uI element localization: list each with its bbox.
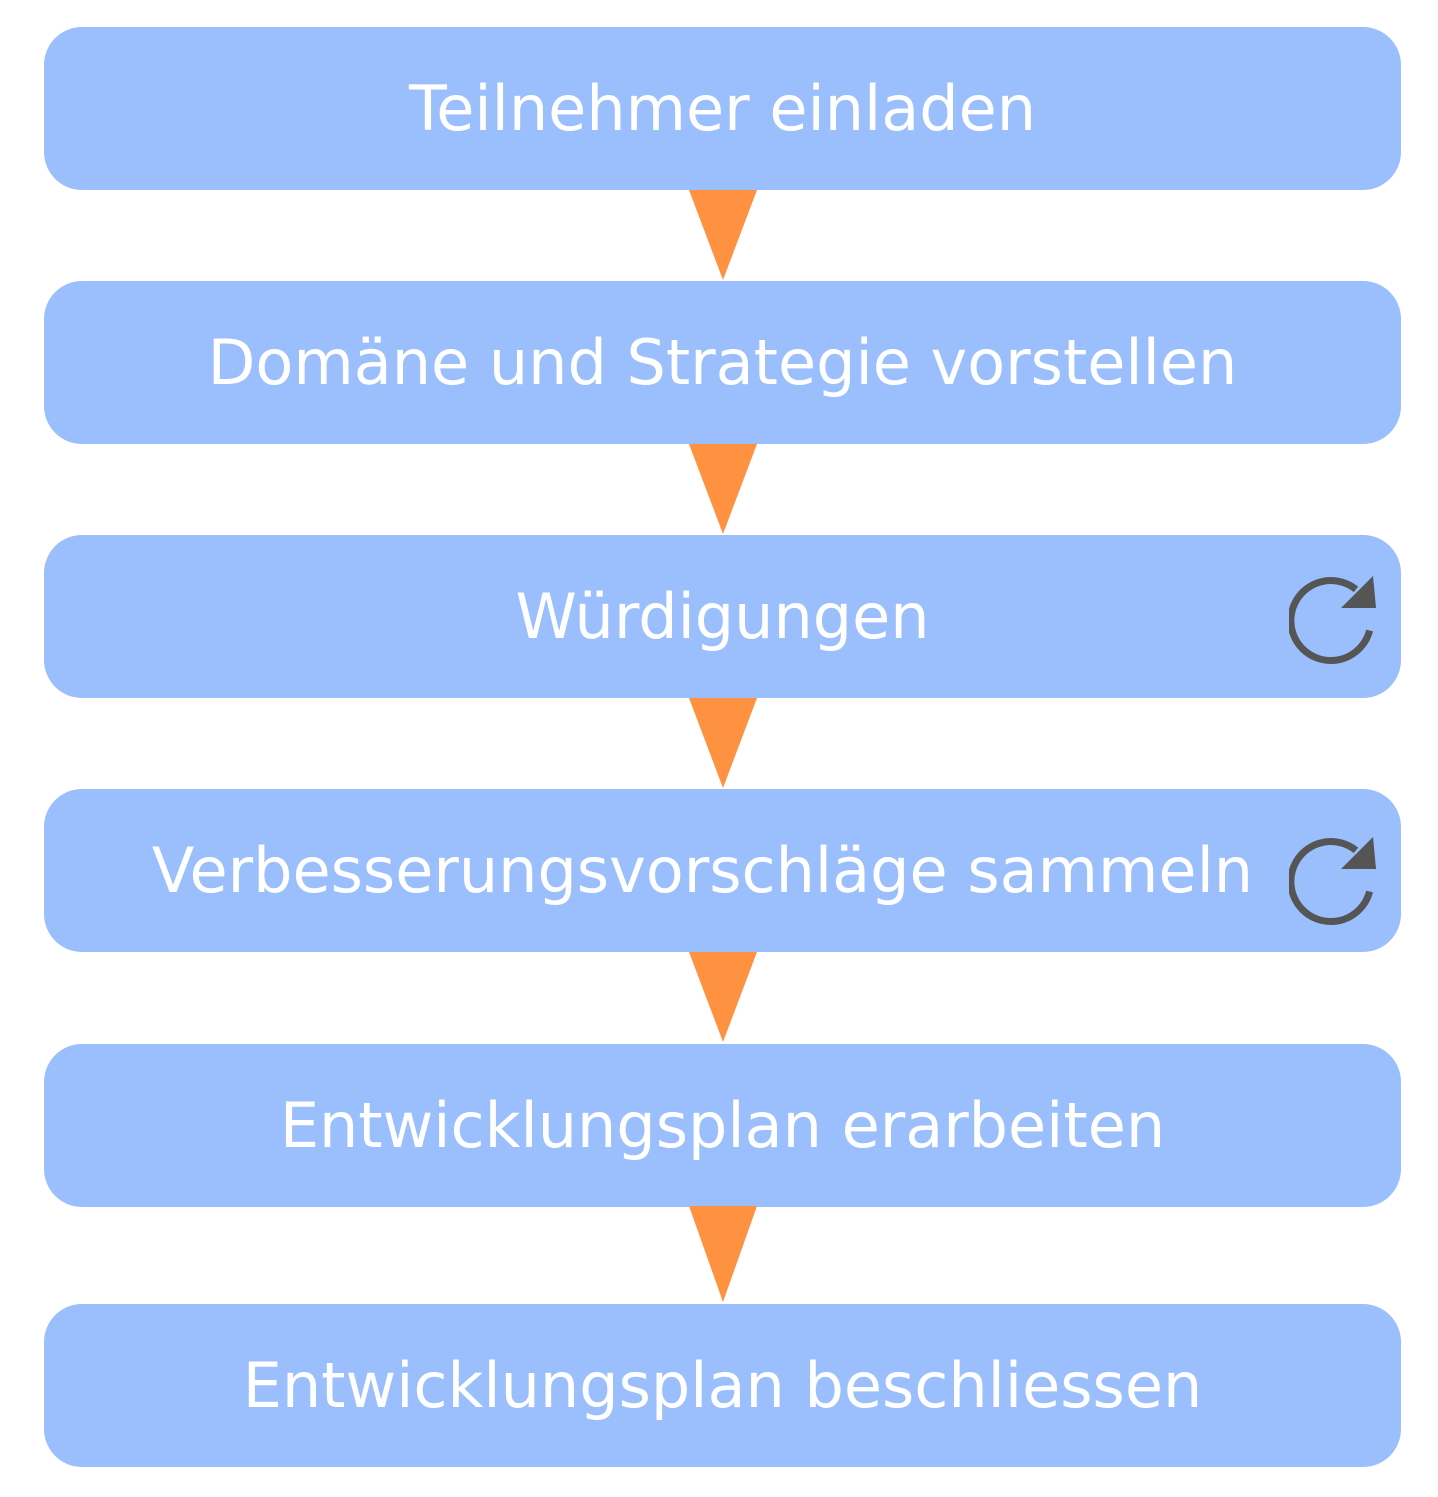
step-1-label: Teilnehmer einladen xyxy=(408,71,1037,145)
step-4-box: Verbesserungsvorschläge sammeln xyxy=(44,789,1401,952)
step-2-label: Domäne und Strategie vorstellen xyxy=(207,325,1238,399)
step-6-label: Entwicklungsplan beschliessen xyxy=(242,1348,1203,1422)
flow-arrow-3 xyxy=(689,698,757,788)
step-3-label: Würdigungen xyxy=(515,579,930,653)
step-4-label: Verbesserungsvorschläge sammeln xyxy=(151,833,1254,907)
step-5-label: Entwicklungsplan erarbeiten xyxy=(279,1088,1166,1162)
step-6-box: Entwicklungsplan beschliessen xyxy=(44,1304,1401,1467)
flow-arrow-1 xyxy=(689,190,757,280)
step-5-box: Entwicklungsplan erarbeiten xyxy=(44,1044,1401,1207)
flow-arrow-5 xyxy=(689,1206,757,1302)
repeat-icon xyxy=(1289,833,1385,929)
flow-arrow-4 xyxy=(689,952,757,1042)
flow-arrow-2 xyxy=(689,444,757,534)
step-3-box: Würdigungen xyxy=(44,535,1401,698)
step-2-box: Domäne und Strategie vorstellen xyxy=(44,281,1401,444)
repeat-icon xyxy=(1289,572,1385,668)
step-1-box: Teilnehmer einladen xyxy=(44,27,1401,190)
